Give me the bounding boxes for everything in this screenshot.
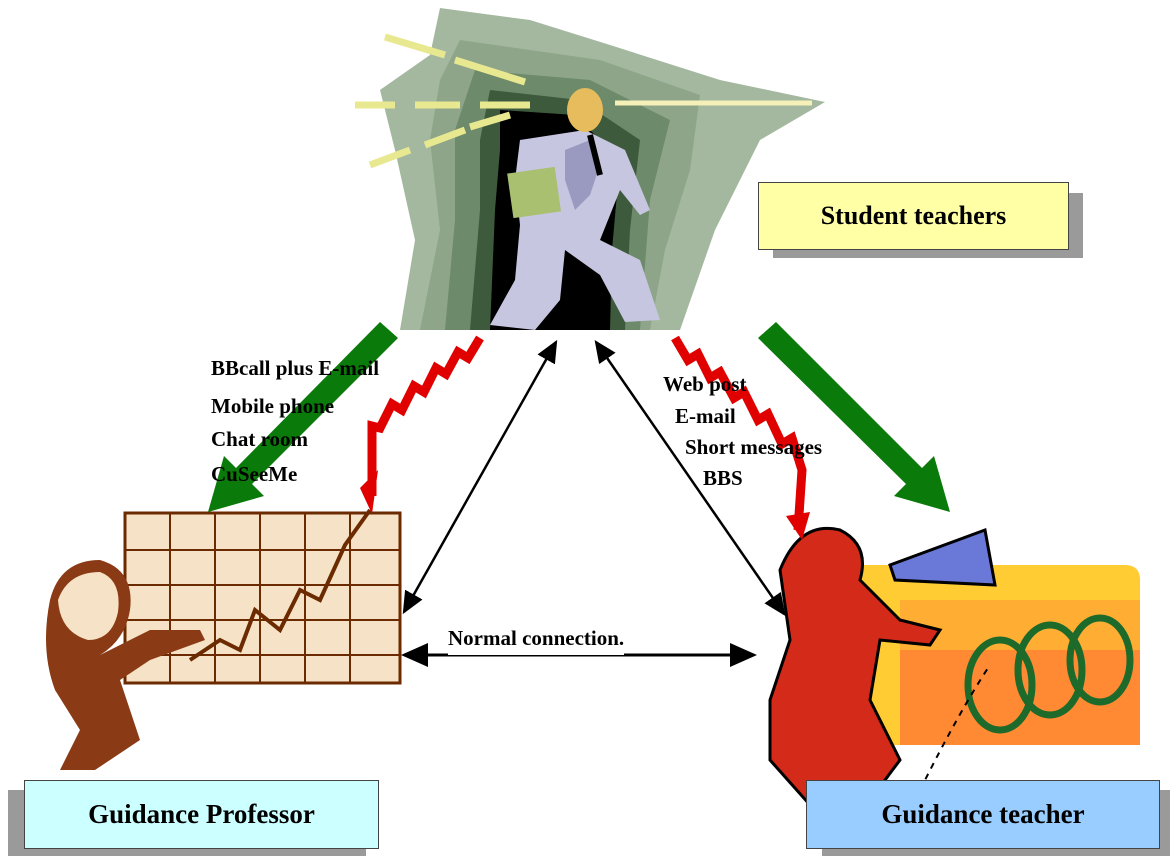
guidance-teacher-text: Guidance teacher	[881, 799, 1085, 829]
channel-left-0: BBcall plus E-mail	[211, 356, 380, 380]
student-teachers-label: Student teachers	[758, 182, 1069, 250]
professor-chart-clipart	[46, 508, 402, 770]
student-teachers-text: Student teachers	[820, 201, 1007, 230]
channel-left-3: CuSeeMe	[211, 462, 298, 486]
normal-connection-label: Normal connection.	[448, 622, 625, 655]
green-arrow-left	[208, 322, 398, 512]
channel-right-0: Web post	[663, 372, 747, 396]
channel-left-1: Mobile phone	[211, 394, 335, 418]
arrow-student-teacher	[594, 339, 786, 617]
megaphone-teacher-clipart	[768, 526, 1140, 807]
channel-left-2: Chat room	[211, 427, 309, 451]
guidance-teacher-label: Guidance teacher	[806, 780, 1160, 849]
channel-right-2: Short messages	[685, 435, 823, 459]
green-arrow-right	[758, 322, 950, 512]
channel-right-1: E-mail	[675, 404, 736, 428]
channel-right-3: BBS	[703, 466, 743, 490]
guidance-professor-label: Guidance Professor	[24, 780, 379, 849]
arrow-professor-student	[402, 339, 558, 615]
businessman-walking-clipart	[355, 8, 825, 330]
guidance-professor-text: Guidance Professor	[88, 799, 315, 829]
